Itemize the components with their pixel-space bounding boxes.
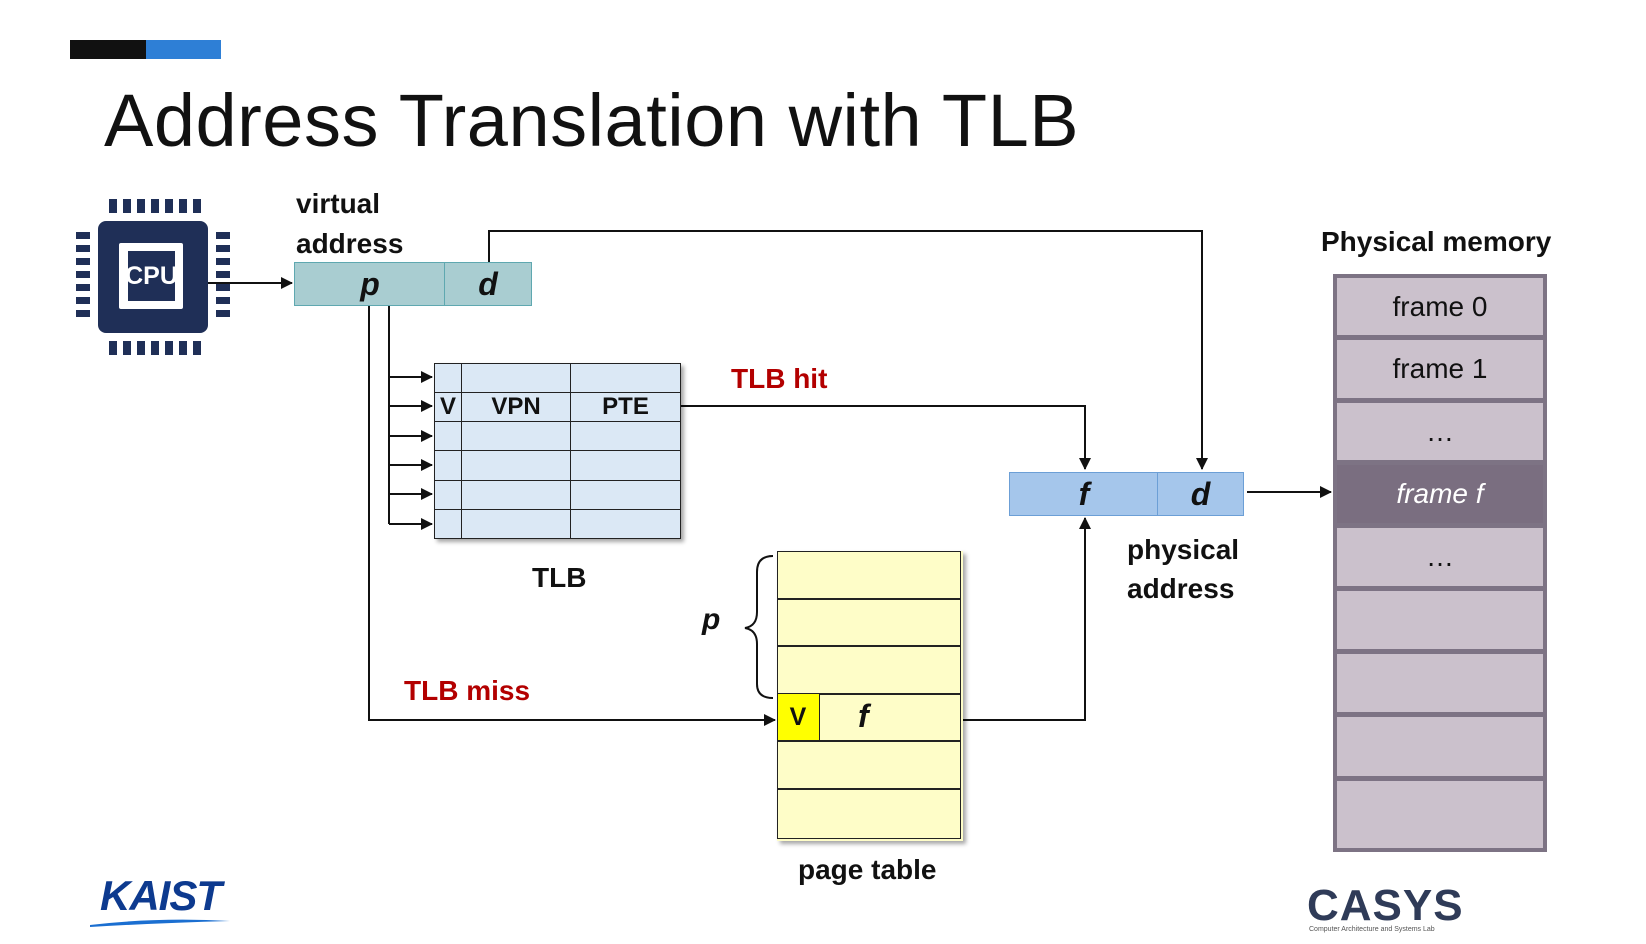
- virtual-address-offset-field: d: [444, 262, 532, 306]
- physical-memory: frame 0 frame 1 … frame f …: [1333, 274, 1547, 852]
- memory-frame: [1337, 654, 1543, 712]
- memory-frame: frame 1: [1337, 340, 1543, 398]
- memory-frame: …: [1337, 528, 1543, 586]
- virtual-address-label-line1: virtual: [296, 188, 381, 219]
- accent-bar-black: [70, 40, 146, 59]
- memory-frame: [1337, 591, 1543, 649]
- physical-address-frame-field: f: [1009, 472, 1159, 516]
- physical-address-offset-field: d: [1157, 472, 1244, 516]
- cpu-pin: [193, 341, 201, 355]
- physical-address-label-line2: address: [1127, 573, 1235, 604]
- tlb-row: [434, 421, 681, 452]
- virtual-address-page-field: p: [294, 262, 446, 306]
- cpu-pin: [76, 258, 90, 265]
- kaist-logo-swoosh: [90, 919, 230, 927]
- memory-frame: frame 0: [1337, 278, 1543, 335]
- tlb-header-valid: V: [434, 392, 462, 423]
- page-table-frame-number: f: [858, 698, 869, 734]
- virtual-address-label-line2: address: [296, 228, 404, 259]
- page-table-caption: page table: [798, 854, 937, 885]
- tlb-header-row: V VPN PTE: [434, 392, 681, 423]
- tlb-row: [434, 450, 681, 481]
- tlb-hit-label: TLB hit: [731, 363, 828, 394]
- cpu-pin: [216, 245, 230, 252]
- cpu-pin: [179, 341, 187, 355]
- memory-frame: [1337, 717, 1543, 776]
- cpu-pin: [137, 199, 145, 213]
- cpu-pin: [165, 199, 173, 213]
- page-table-row: [777, 788, 961, 839]
- cpu-pin: [76, 297, 90, 304]
- casys-logo-subtitle: Computer Architecture and Systems Lab: [1309, 926, 1435, 933]
- cpu-pin: [76, 271, 90, 278]
- slide-title: Address Translation with TLB: [104, 79, 1080, 162]
- page-table-row: [777, 740, 961, 790]
- cpu-pin: [137, 341, 145, 355]
- cpu-pin: [216, 258, 230, 265]
- cpu-pin: [151, 341, 159, 355]
- cpu-pin: [76, 310, 90, 317]
- page-table-row: [777, 551, 961, 600]
- cpu-pin: [123, 199, 131, 213]
- tlb-header-pte: PTE: [570, 392, 681, 423]
- cpu-pin: [216, 271, 230, 278]
- page-table-row: [777, 645, 961, 695]
- tlb-row: [434, 362, 681, 394]
- page-table: V f: [776, 551, 963, 841]
- kaist-logo: KAIST: [100, 872, 222, 919]
- tlb-miss-label: TLB miss: [404, 675, 531, 706]
- tlb-row: [434, 508, 681, 540]
- memory-frame: [1337, 781, 1543, 848]
- page-table-valid-bit: V: [776, 692, 820, 742]
- casys-logo: CASYS: [1307, 881, 1464, 930]
- accent-bar-blue: [146, 40, 221, 59]
- cpu-pin: [123, 341, 131, 355]
- tlb-table: V VPN PTE: [434, 362, 681, 540]
- tlb-row: [434, 479, 681, 510]
- cpu-label: CPU: [125, 251, 178, 301]
- cpu-pin: [165, 341, 173, 355]
- tlb-caption: TLB: [532, 562, 587, 593]
- memory-frame-selected: frame f: [1337, 465, 1543, 523]
- page-table-row: [777, 598, 961, 647]
- tlb-header-vpn: VPN: [461, 392, 571, 423]
- cpu-pin: [109, 341, 117, 355]
- cpu-pin: [151, 199, 159, 213]
- page-table-entry-row: V f: [776, 692, 961, 742]
- cpu-pin: [216, 310, 230, 317]
- cpu-pin: [109, 199, 117, 213]
- physical-address-label-line1: physical: [1127, 534, 1240, 565]
- cpu-pin: [216, 232, 230, 239]
- cpu-pin: [179, 199, 187, 213]
- cpu-pin: [216, 297, 230, 304]
- memory-frame: …: [1337, 403, 1543, 460]
- cpu-pin: [76, 245, 90, 252]
- page-table-index-label: p: [702, 603, 721, 636]
- cpu-pin: [76, 284, 90, 291]
- cpu-pin: [76, 232, 90, 239]
- physical-memory-title: Physical memory: [1321, 226, 1552, 257]
- cpu-pin: [216, 284, 230, 291]
- cpu-pin: [193, 199, 201, 213]
